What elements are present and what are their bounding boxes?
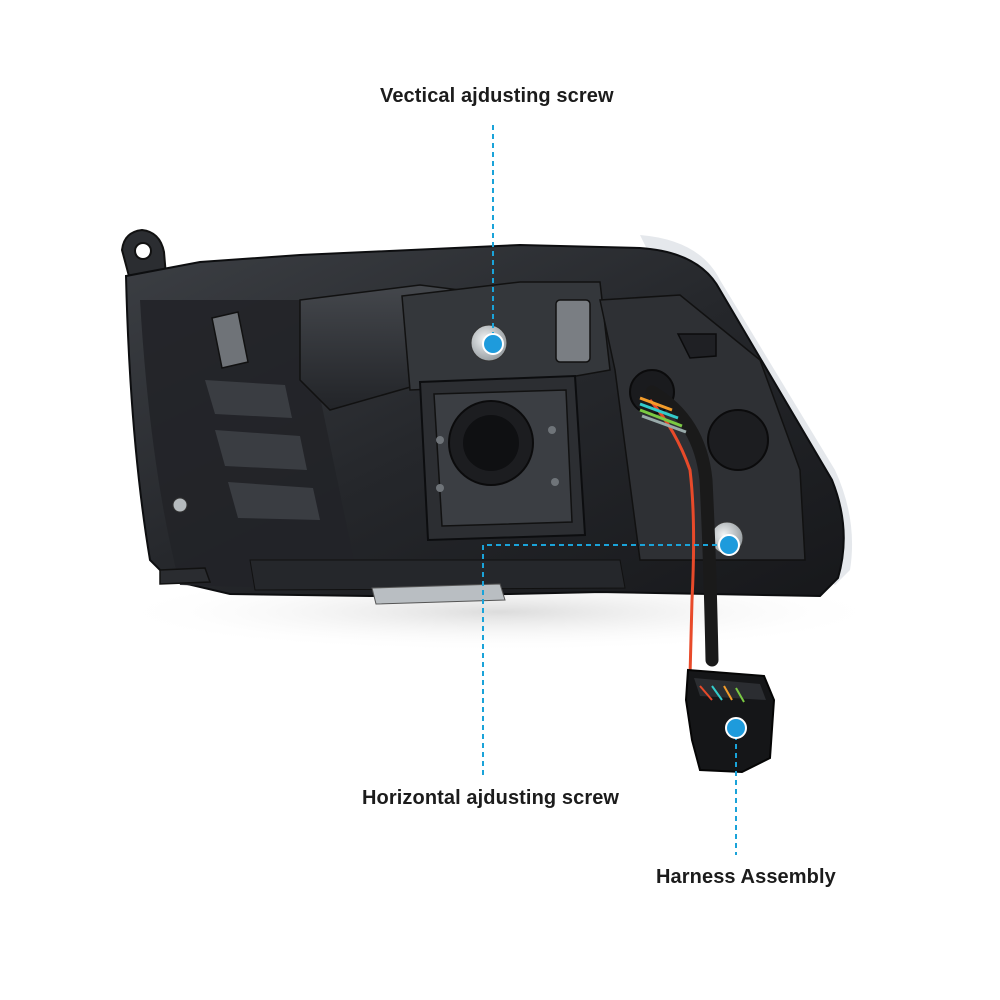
harness-marker bbox=[725, 717, 747, 739]
horizontal-screw-label: Horizontal ajdusting screw bbox=[362, 787, 620, 809]
vertical-screw-marker bbox=[482, 333, 504, 355]
horizontal-leader-line bbox=[482, 544, 720, 775]
horizontal-screw-marker bbox=[718, 534, 740, 556]
harness-label: Harness Assembly bbox=[656, 866, 836, 888]
leader-lines bbox=[482, 125, 737, 855]
vertical-screw-label: Vectical ajdusting screw bbox=[380, 85, 614, 107]
wire-harness bbox=[639, 385, 776, 774]
headlamp-housing bbox=[120, 228, 853, 605]
